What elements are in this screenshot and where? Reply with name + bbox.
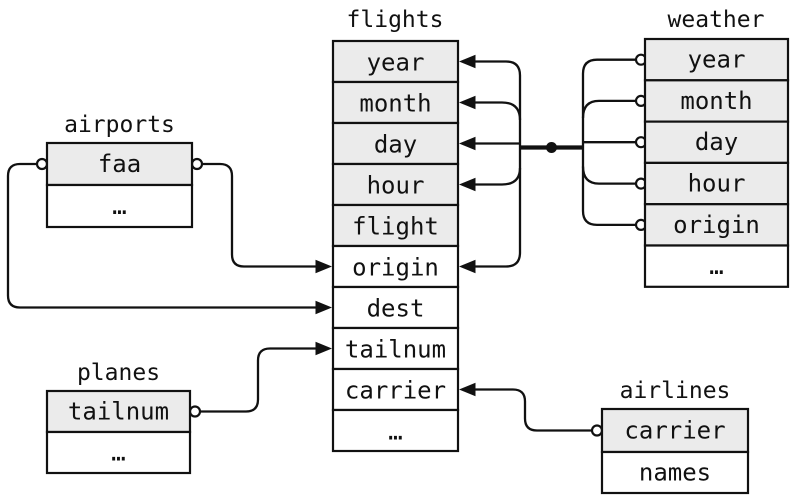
weather-label-hour: hour bbox=[688, 170, 746, 198]
table-title-airlines: airlines bbox=[620, 378, 731, 404]
key-circle-icon bbox=[35, 157, 49, 171]
weather-row-month bbox=[643, 79, 790, 123]
flights-label-day: day bbox=[374, 131, 417, 159]
weather-row-more bbox=[643, 244, 790, 288]
arrowhead-icon bbox=[459, 95, 476, 110]
flights-row-year bbox=[331, 39, 460, 84]
airports-label-more: … bbox=[112, 192, 126, 220]
flights-label-flight: flight bbox=[352, 213, 439, 241]
connector-airlines-carrier-to-flights-carrier bbox=[473, 388, 592, 432]
table-weather: weather year month day hour origin … bbox=[643, 7, 790, 288]
weather-row-hour bbox=[643, 161, 790, 206]
arrowhead-icon bbox=[459, 54, 476, 69]
table-airlines: airlines carrier names bbox=[600, 378, 750, 495]
flights-label-tailnum: tailnum bbox=[345, 336, 446, 364]
arrowhead-icon bbox=[459, 259, 476, 274]
airports-row-faa bbox=[45, 141, 194, 187]
flights-label-hour: hour bbox=[367, 172, 425, 200]
key-circle-icon bbox=[188, 405, 202, 418]
junction-dot-icon bbox=[546, 142, 557, 153]
relationship-lines bbox=[6, 53, 648, 437]
planes-label-more: … bbox=[111, 439, 125, 467]
flights-label-year: year bbox=[367, 49, 425, 77]
airlines-label-carrier: carrier bbox=[624, 417, 725, 445]
table-title-airports: airports bbox=[64, 112, 175, 138]
weather-label-day: day bbox=[695, 128, 738, 156]
arrowhead-icon bbox=[459, 136, 476, 151]
flights-label-month: month bbox=[359, 90, 431, 118]
flights-label-carrier: carrier bbox=[345, 377, 446, 405]
connector-bundle-flights-year-origin bbox=[473, 60, 522, 268]
arrowhead-icon bbox=[459, 382, 476, 397]
weather-label-month: month bbox=[680, 87, 752, 115]
weather-label-origin: origin bbox=[673, 211, 760, 239]
airlines-row-carrier bbox=[600, 407, 750, 454]
connector-bundle-weather-month bbox=[581, 99, 636, 119]
flights-row-day bbox=[331, 121, 460, 166]
table-title-planes: planes bbox=[77, 360, 160, 386]
airports-row-more bbox=[45, 183, 194, 229]
weather-row-day bbox=[643, 120, 790, 164]
connector-airports-faa-to-flights-dest bbox=[6, 162, 318, 309]
key-circle-icon bbox=[190, 157, 204, 171]
flights-row-month bbox=[331, 80, 460, 125]
table-airports: airports faa … bbox=[45, 112, 194, 229]
flights-row-hour bbox=[331, 162, 460, 207]
weather-label-more: … bbox=[709, 252, 723, 280]
planes-label-tailnum: tailnum bbox=[68, 398, 169, 426]
planes-row-tailnum bbox=[45, 389, 192, 434]
connector-bundle-weather-hour bbox=[581, 166, 636, 185]
flights-row-dest bbox=[331, 285, 460, 330]
weather-row-origin bbox=[643, 203, 790, 247]
arrowhead-icon bbox=[459, 177, 476, 192]
connector-airports-faa-to-flights-origin bbox=[202, 162, 318, 268]
connector-planes-tailnum-to-flights-tailnum bbox=[200, 347, 318, 413]
connector-bundle-flights-hour bbox=[473, 167, 522, 186]
arrowhead-icon bbox=[315, 341, 332, 356]
key-circle-icon bbox=[590, 424, 604, 437]
airlines-row-names bbox=[600, 450, 750, 495]
airlines-label-names: names bbox=[639, 459, 711, 487]
flights-row-flight bbox=[331, 203, 460, 248]
flights-label-more: … bbox=[388, 418, 402, 446]
flights-row-origin bbox=[331, 244, 460, 289]
flights-row-carrier bbox=[331, 367, 460, 412]
arrowhead-icon bbox=[315, 259, 332, 274]
arrowhead-icon bbox=[315, 300, 332, 315]
flights-row-tailnum bbox=[331, 326, 460, 371]
table-title-flights: flights bbox=[347, 7, 444, 33]
airports-label-faa: faa bbox=[98, 150, 141, 178]
table-planes: planes tailnum … bbox=[45, 360, 192, 475]
flights-label-dest: dest bbox=[367, 295, 425, 323]
weather-label-year: year bbox=[688, 46, 746, 74]
connector-bundle-flights-month bbox=[473, 101, 522, 121]
planes-row-more bbox=[45, 430, 192, 475]
table-title-weather: weather bbox=[668, 7, 765, 33]
flights-label-origin: origin bbox=[352, 254, 439, 282]
table-flights: flights year month day hour flight origi… bbox=[331, 7, 460, 453]
flights-row-more bbox=[331, 408, 460, 453]
